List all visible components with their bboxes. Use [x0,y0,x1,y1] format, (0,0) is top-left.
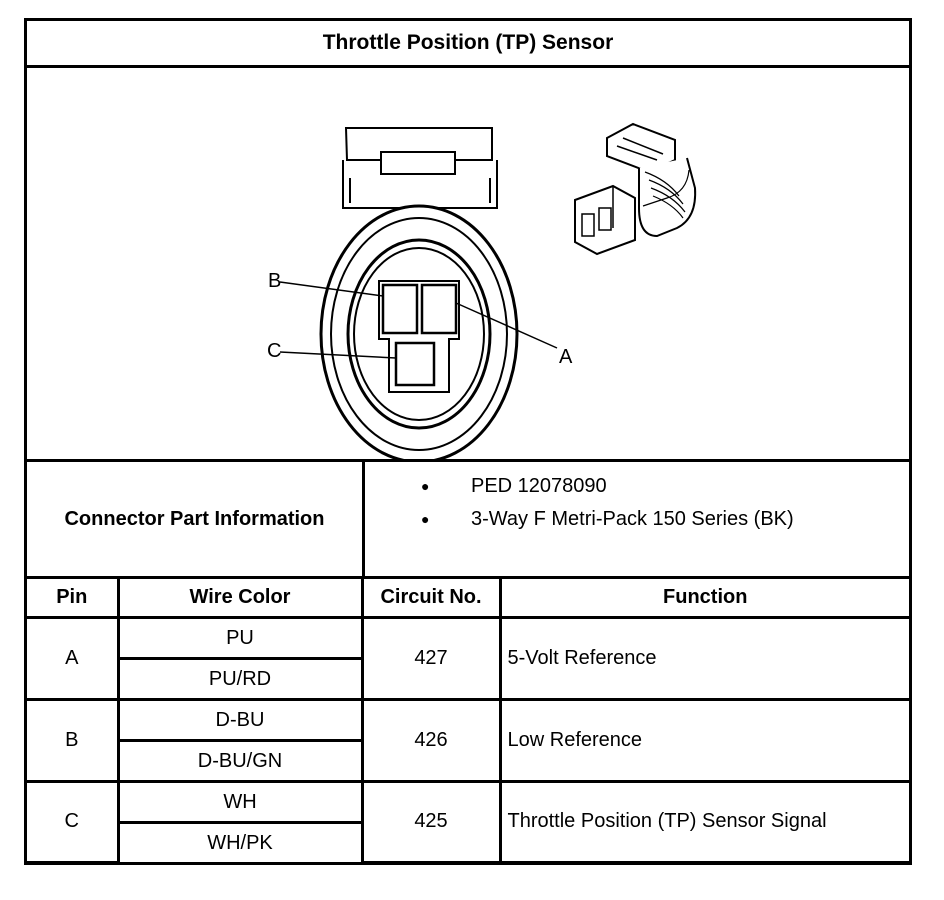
connector-iso-view [574,122,697,256]
table-header-row: Pin Wire Color Circuit No. Function [27,579,909,619]
pin-cell: C [27,780,120,864]
wire-color-cell: D-BU [116,698,364,742]
pin-label-c: C [267,340,281,362]
table-row: PU/RD [27,657,909,701]
pin-label-a: A [559,346,573,368]
pin-label-b: B [268,270,281,292]
connector-info-list: PED 12078090 3-Way F Metri-Pack 150 Seri… [365,470,905,536]
wire-color-cell: WH [116,780,364,824]
table-row: D-BU/GN [27,739,909,783]
pin-table: Pin Wire Color Circuit No. Function A PU… [27,579,909,864]
connector-sheet: Throttle Position (TP) Sensor [24,18,912,865]
connector-illustration: B C A [267,122,697,459]
header-pin: Pin [27,579,120,619]
connector-info-item: PED 12078090 [365,470,905,503]
connector-info-label: Connector Part Information [27,462,365,576]
connector-info-row: Connector Part Information PED 12078090 … [27,462,909,579]
function-cell: Throttle Position (TP) Sensor Signal [498,780,909,864]
pin-cell: B [27,698,120,783]
connector-info-item: 3-Way F Metri-Pack 150 Series (BK) [365,503,905,536]
header-circuit-no: Circuit No. [360,579,502,619]
connector-front-view [279,127,558,459]
table-row: A PU 427 5-Volt Reference [27,616,909,701]
wire-color-cell: PU/RD [118,657,362,701]
table-row: WH/PK [27,821,909,862]
header-function: Function [498,579,909,619]
circuit-cell: 425 [360,780,502,864]
circuit-cell: 426 [360,698,502,783]
wire-color-cell: PU [116,616,364,660]
wire-color-cell: WH/PK [118,821,362,862]
table-row: B D-BU 426 Low Reference [27,698,909,783]
connector-diagram: B C A [27,68,909,462]
function-cell: Low Reference [498,698,909,783]
function-cell: 5-Volt Reference [498,616,909,701]
header-wire-color: Wire Color [116,579,364,619]
page-title: Throttle Position (TP) Sensor [27,21,909,68]
pin-cell: A [27,616,120,701]
table-row: C WH 425 Throttle Position (TP) Sensor S… [27,780,909,864]
circuit-cell: 427 [360,616,502,701]
wire-color-cell: D-BU/GN [118,739,362,783]
